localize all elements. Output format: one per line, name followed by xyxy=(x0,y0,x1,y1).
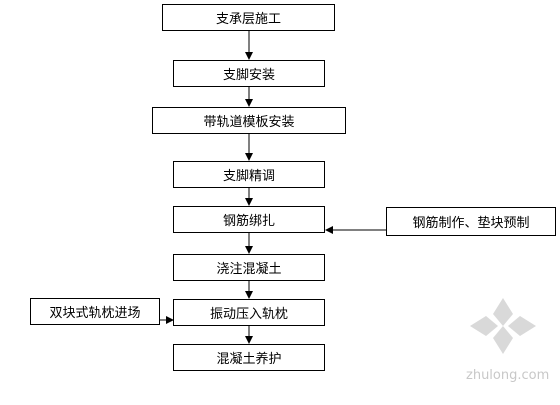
step-foot-install: 支脚安装 xyxy=(173,60,325,87)
step-support-layer: 支承层施工 xyxy=(162,4,335,31)
step-foot-adjust: 支脚精调 xyxy=(173,161,325,188)
input-sleeper-arrival: 双块式轨枕进场 xyxy=(30,298,160,325)
step-formwork-install: 带轨道模板安装 xyxy=(152,107,346,134)
input-rebar-prep: 钢筋制作、垫块预制 xyxy=(386,207,556,236)
step-concrete-curing: 混凝土养护 xyxy=(173,344,325,371)
step-vibrate-sleeper: 振动压入轨枕 xyxy=(173,299,325,326)
watermark-logo-icon xyxy=(470,298,536,354)
step-pour-concrete: 浇注混凝土 xyxy=(173,254,325,281)
watermark-text: zhulong.com xyxy=(466,368,550,383)
step-rebar-tie: 钢筋绑扎 xyxy=(173,206,325,233)
